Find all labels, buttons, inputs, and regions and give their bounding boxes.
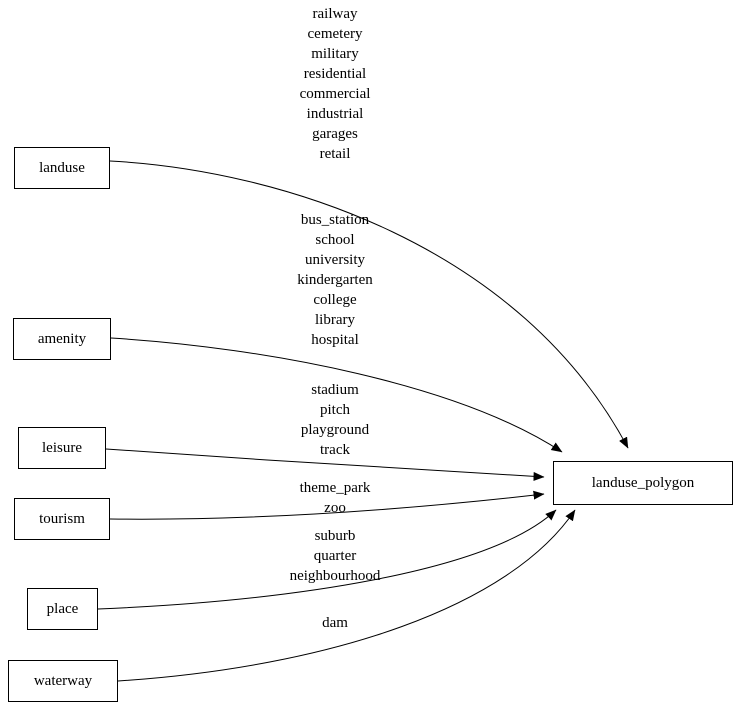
edge-labels-leisure: stadium pitch playground track	[228, 380, 442, 460]
edge-labels-tourism: theme_park zoo	[228, 478, 442, 518]
edge-label: theme_park	[299, 480, 371, 496]
edge-label: track	[320, 442, 350, 458]
node-leisure: leisure	[18, 427, 106, 469]
edge-label: garages	[312, 126, 358, 142]
edge-label: kindergarten	[297, 272, 373, 288]
node-place: place	[27, 588, 98, 630]
node-amenity: amenity	[13, 318, 111, 360]
edge-amenity-to-landuse_polygon	[110, 337, 563, 453]
edge-label: suburb	[314, 528, 356, 544]
edge-leisure-to-landuse_polygon	[105, 448, 545, 481]
edge-label: residential	[303, 66, 367, 82]
node-landuse-label: landuse	[39, 159, 85, 176]
edge-label: quarter	[313, 548, 357, 564]
edge-label: commercial	[299, 86, 371, 102]
edge-label: college	[313, 292, 357, 308]
edge-label: industrial	[306, 106, 364, 122]
node-waterway: waterway	[8, 660, 118, 702]
node-place-label: place	[46, 600, 79, 617]
edge-labels-waterway: dam	[228, 613, 442, 633]
edge-label: university	[305, 252, 365, 268]
node-leisure-label: leisure	[42, 439, 82, 456]
node-amenity-label: amenity	[37, 330, 87, 347]
edge-labels-amenity: bus_station school university kindergart…	[228, 210, 442, 350]
node-landuse_polygon-label: landuse_polygon	[591, 474, 695, 491]
node-landuse_polygon: landuse_polygon	[553, 461, 733, 505]
edge-label: playground	[300, 422, 370, 438]
edge-labels-landuse: railway cemetery military residential co…	[228, 4, 442, 164]
edge-labels-place: suburb quarter neighbourhood	[228, 526, 442, 586]
edge-label: pitch	[320, 402, 350, 418]
edge-waterway-to-landuse_polygon	[117, 509, 576, 682]
edge-label: stadium	[311, 382, 359, 398]
edge-tourism-to-landuse_polygon	[109, 490, 545, 520]
node-waterway-label: waterway	[33, 672, 93, 689]
edge-place-to-landuse_polygon	[97, 509, 557, 610]
edge-label: cemetery	[307, 26, 363, 42]
edge-label: neighbourhood	[289, 568, 381, 584]
node-landuse: landuse	[14, 147, 110, 189]
edge-label: military	[311, 46, 359, 62]
edge-label: school	[315, 232, 355, 248]
node-tourism: tourism	[14, 498, 110, 540]
edge-label: library	[315, 312, 355, 328]
node-tourism-label: tourism	[39, 510, 85, 527]
edge-landuse-to-landuse_polygon	[109, 160, 629, 449]
edge-label: railway	[312, 6, 358, 22]
edge-label: retail	[319, 146, 351, 162]
edge-label: dam	[322, 615, 348, 631]
edge-label: bus_station	[300, 212, 370, 228]
edge-label: hospital	[311, 332, 359, 348]
edge-label: zoo	[324, 500, 346, 516]
